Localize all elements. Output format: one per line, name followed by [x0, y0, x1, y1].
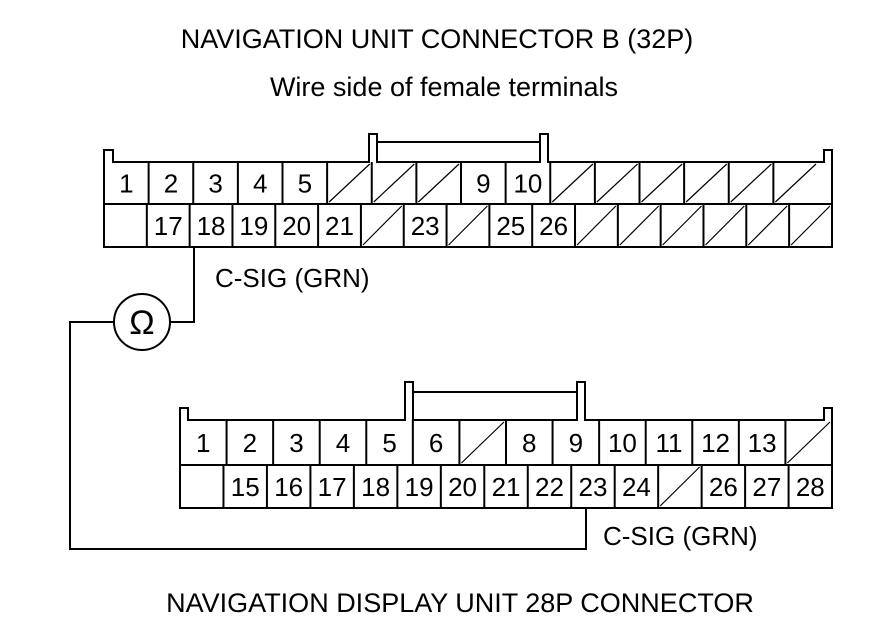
terminal-label: 24	[622, 472, 651, 502]
terminal-label: 18	[197, 211, 226, 241]
connector-b-outline	[103, 133, 833, 248]
terminal-label: 5	[382, 428, 396, 458]
connector-display-bottom-row: 15 16 17 18 19 20 21 22 23 24 26 27 28	[222, 465, 825, 508]
terminal-label: 20	[282, 211, 311, 241]
unused-cavity-mark	[448, 205, 488, 246]
terminal-label: 10	[608, 428, 637, 458]
terminal-label: 25	[496, 211, 525, 241]
terminal-label: 17	[318, 472, 347, 502]
terminal-label: 15	[231, 472, 260, 502]
terminal-label: 19	[405, 472, 434, 502]
test-wiring	[69, 247, 587, 550]
terminal-label: 4	[336, 428, 350, 458]
terminal-label: 3	[289, 428, 303, 458]
terminal-label: 18	[361, 472, 390, 502]
unused-cavity-mark	[461, 421, 505, 464]
terminal-label: 9	[476, 168, 490, 198]
unused-cavity-mark	[786, 421, 831, 464]
terminal-label: 9	[569, 428, 583, 458]
unused-cavity-mark	[373, 163, 415, 203]
connector-b-title: NAVIGATION UNIT CONNECTOR B (32P)	[180, 24, 694, 54]
unused-cavity-mark	[596, 163, 638, 203]
wire-label-connector-b: C-SIG (GRN)	[215, 263, 370, 293]
connector-display-outline	[179, 381, 833, 509]
unused-cavity-mark	[662, 205, 702, 246]
unused-cavity-mark	[619, 205, 660, 246]
terminal-label: 21	[492, 472, 521, 502]
unused-cavity-mark	[774, 163, 817, 203]
unused-cavity-mark	[551, 163, 594, 203]
terminal-label: 5	[298, 168, 312, 198]
terminal-label: 2	[243, 428, 257, 458]
terminal-label: 22	[535, 472, 564, 502]
terminal-label: 17	[154, 211, 183, 241]
wire-meter-to-terminal-23	[69, 321, 587, 550]
unused-cavity-mark	[641, 163, 683, 203]
unused-cavity-mark	[328, 163, 371, 203]
terminal-label: 23	[579, 472, 608, 502]
ohm-symbol: Ω	[129, 304, 154, 342]
unused-cavity-mark	[790, 205, 831, 246]
terminal-label: 10	[513, 168, 542, 198]
connector-b-subtitle: Wire side of female terminals	[269, 72, 619, 102]
terminal-label: 4	[253, 168, 267, 198]
unused-cavity-mark	[576, 205, 617, 246]
ohmmeter-icon	[113, 293, 171, 351]
terminal-label: 21	[325, 211, 354, 241]
unused-cavity-mark	[685, 163, 728, 203]
wire-terminal-18-to-meter	[170, 247, 195, 323]
terminal-label: 8	[522, 428, 536, 458]
terminal-label: 26	[539, 211, 568, 241]
unused-cavity-mark	[417, 163, 460, 203]
terminal-label: 1	[119, 168, 133, 198]
terminal-label: 26	[709, 472, 738, 502]
terminal-label: 11	[655, 428, 682, 458]
terminal-label: 1	[196, 428, 210, 458]
terminal-label: 16	[274, 472, 303, 502]
unused-cavity-mark	[659, 466, 701, 507]
unused-cavity-mark	[362, 205, 403, 246]
terminal-label: 3	[208, 168, 222, 198]
unused-cavity-mark	[730, 163, 772, 203]
terminal-label: 12	[701, 428, 730, 458]
connector-display-title: NAVIGATION DISPLAY UNIT 28P CONNECTOR	[166, 588, 754, 618]
connector-b-bottom-row: 17 18 19 20 21 23 25 26	[145, 204, 831, 247]
terminal-label: 27	[752, 472, 781, 502]
terminal-label: 13	[748, 428, 777, 458]
unused-cavity-mark	[705, 205, 745, 246]
unused-cavity-mark	[747, 205, 788, 246]
terminal-label: 20	[448, 472, 477, 502]
terminal-label: 19	[239, 211, 268, 241]
terminal-label: 2	[164, 168, 178, 198]
terminal-label: 23	[411, 211, 440, 241]
terminal-label: 28	[796, 472, 825, 502]
wire-label-connector-display: C-SIG (GRN)	[603, 521, 758, 551]
terminal-label: 6	[429, 428, 443, 458]
